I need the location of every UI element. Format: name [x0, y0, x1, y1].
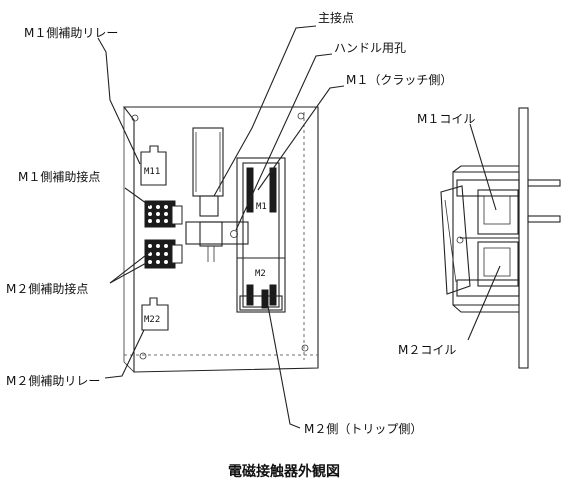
m1-coil-body [477, 189, 519, 235]
label-m1-coil: M１コイル [417, 112, 475, 126]
label-m2-aux-relay: M２側補助リレー [6, 374, 100, 388]
m2-relay-mark: M22 [144, 315, 160, 325]
label-m1-aux-contact: M１側補助接点 [18, 169, 100, 184]
m2-aux-relay: M22 [141, 297, 169, 331]
side-mount-plate [518, 107, 529, 369]
label-m2-aux-contact: M２側補助接点 [6, 281, 88, 296]
m2-coil-mark: M2 [255, 269, 266, 279]
mount-hole [131, 114, 139, 122]
label-m1-clutch: M１（クラッチ側） [346, 73, 452, 87]
label-m2-trip: M２側（トリップ側） [304, 422, 422, 436]
m1-coil-mark: M1 [256, 202, 267, 212]
side-shaft [527, 179, 561, 187]
contactor-body: M1 M2 [236, 157, 286, 313]
front-view: M11 M22 [122, 106, 319, 373]
diagram-caption: 電磁接触器外観図 [228, 463, 340, 480]
main-contact-assembly [185, 127, 249, 262]
m1-aux-contact-block [144, 200, 183, 228]
handle-hole-mark [230, 230, 238, 238]
m1-relay-mark: M11 [144, 167, 160, 177]
mount-hole [139, 352, 147, 360]
label-handle-hole: ハンドル用孔 [334, 41, 406, 55]
label-m1-aux-relay: M１側補助リレー [24, 26, 118, 40]
m2-coil-body [477, 241, 519, 287]
m2-aux-contact-block [144, 239, 183, 269]
mount-hole [297, 112, 305, 120]
label-main-contact: 主接点 [318, 10, 354, 25]
mount-hole [301, 344, 309, 352]
label-m2-coil: M２コイル [398, 343, 456, 357]
m1-aux-relay: M11 [140, 145, 167, 186]
labels: M１側補助リレー 主接点 ハンドル用孔 M１（クラッチ側） M１コイル M１側補… [6, 10, 475, 480]
side-view [440, 107, 561, 369]
leader-lines [97, 25, 501, 429]
